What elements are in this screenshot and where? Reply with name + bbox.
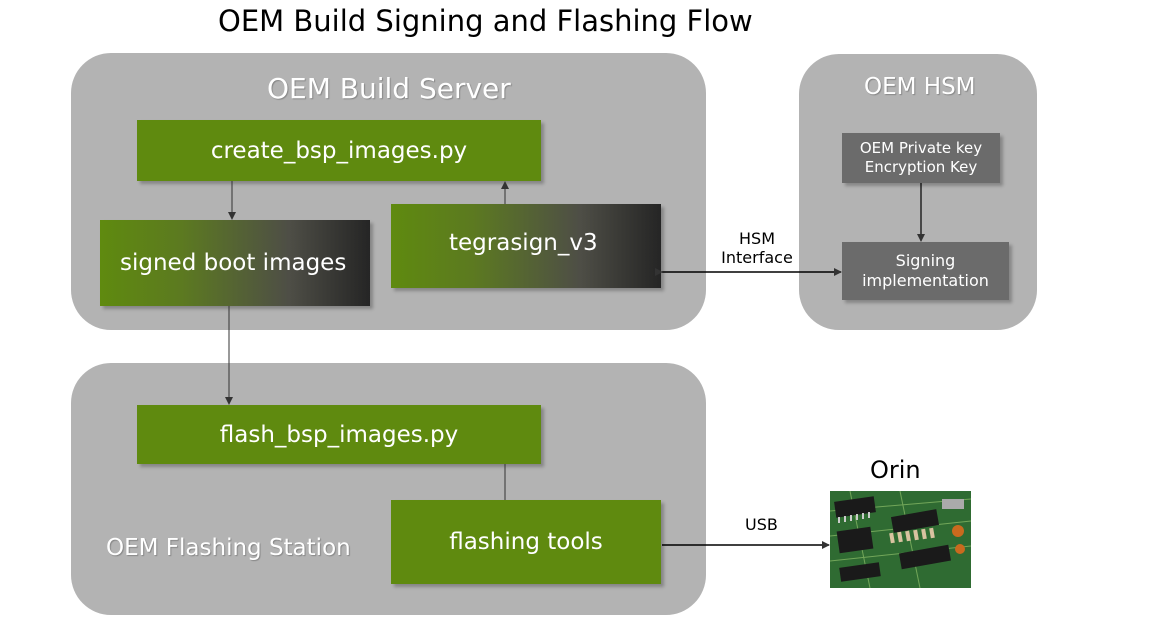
circuit-board-icon bbox=[830, 491, 971, 588]
flashing-tools-box: flashing tools bbox=[391, 500, 661, 584]
private-key-line1: OEM Private key bbox=[859, 139, 983, 158]
hsm-interface-label: HSM Interface bbox=[714, 229, 800, 267]
flash-bsp-images-box: flash_bsp_images.py bbox=[137, 405, 541, 464]
hsm-label: OEM HSM bbox=[864, 74, 976, 100]
tegrasign-box: tegrasign_v3 bbox=[391, 204, 661, 288]
signed-boot-images-label: signed boot images bbox=[120, 250, 347, 276]
hsm-interface-line1: HSM bbox=[739, 229, 775, 248]
diagram-title: OEM Build Signing and Flashing Flow bbox=[218, 4, 753, 38]
signing-implementation-box: Signing implementation bbox=[842, 242, 1009, 300]
build-server-label: OEM Build Server bbox=[267, 72, 511, 105]
flashing-tools-label: flashing tools bbox=[449, 529, 603, 555]
create-bsp-images-label: create_bsp_images.py bbox=[210, 137, 468, 164]
signing-line1: Signing bbox=[895, 251, 956, 270]
create-bsp-images-box: create_bsp_images.py bbox=[137, 120, 541, 181]
signing-line2: implementation bbox=[862, 271, 989, 290]
orin-label: Orin bbox=[870, 456, 921, 484]
flash-bsp-images-label: flash_bsp_images.py bbox=[219, 421, 459, 448]
signed-boot-images-box: signed boot images bbox=[100, 220, 370, 306]
private-key-box: OEM Private key Encryption Key bbox=[842, 133, 1000, 183]
private-key-line2: Encryption Key bbox=[864, 158, 978, 176]
usb-label: USB bbox=[745, 515, 778, 534]
flashing-station-label: OEM Flashing Station bbox=[106, 535, 351, 561]
hsm-interface-line2: Interface bbox=[721, 248, 793, 268]
circuit-board-graphic bbox=[830, 491, 971, 588]
tegrasign-label: tegrasign_v3 bbox=[449, 230, 598, 256]
